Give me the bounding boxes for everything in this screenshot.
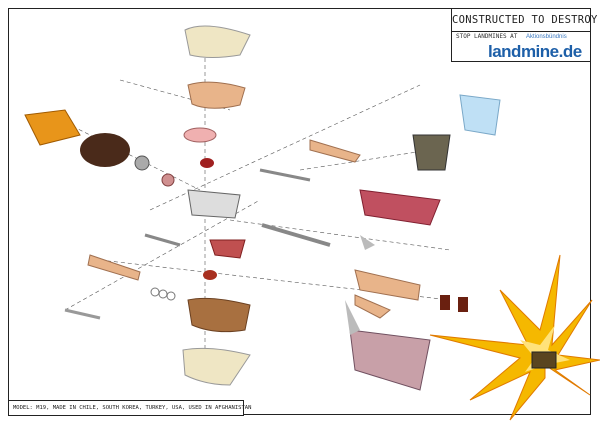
- skin-sheet: [349, 329, 431, 391]
- blade-piece-small: [360, 235, 375, 250]
- leg-bones: [261, 223, 331, 247]
- legs-skin: [354, 269, 421, 301]
- foot-left: [440, 295, 450, 310]
- upper-arm-right: [309, 139, 361, 163]
- lungs: [183, 127, 217, 143]
- brain: [161, 173, 175, 187]
- explosion-core: [520, 325, 570, 372]
- heart: [200, 158, 214, 168]
- muscle-sheet: [359, 189, 441, 226]
- arm-bones-left: [144, 233, 181, 247]
- model-caption: MODEL: M19, MADE IN CHILE, SOUTH KOREA, …: [8, 400, 251, 416]
- chain-links: [150, 287, 176, 301]
- title-block: CONSTRUCTED TO DESTROY STOP LANDMINES AT…: [451, 8, 597, 62]
- arm-left: [87, 254, 141, 281]
- poster-subtitle: STOP LANDMINES AT: [456, 33, 518, 40]
- torso-skin: [187, 81, 246, 109]
- foot-right: [458, 297, 468, 312]
- poster-frame: [8, 8, 591, 415]
- skeleton-ribcage: [187, 189, 241, 219]
- landmine-icon: [531, 351, 557, 369]
- torso-shell-bottom: [182, 347, 251, 386]
- logo-tagline: Aktionsbündnis: [526, 34, 567, 40]
- leg-lower: [354, 294, 391, 319]
- explosion-graphic: [429, 254, 600, 421]
- liver: [203, 270, 217, 280]
- spoon-tool: [64, 308, 101, 320]
- skull: [134, 155, 150, 171]
- blade-piece: [345, 300, 360, 335]
- water-jug: [459, 94, 501, 136]
- bucket: [412, 134, 451, 171]
- arm-bones-right: [259, 168, 311, 182]
- pelvis-skin: [187, 297, 251, 333]
- intestines: [209, 239, 246, 259]
- helmet: [24, 109, 81, 146]
- torso-shell-top: [184, 25, 251, 58]
- poster-title: CONSTRUCTED TO DESTROY: [452, 9, 597, 32]
- landmine-logo: landmine.de: [488, 42, 582, 61]
- hair: [80, 133, 130, 167]
